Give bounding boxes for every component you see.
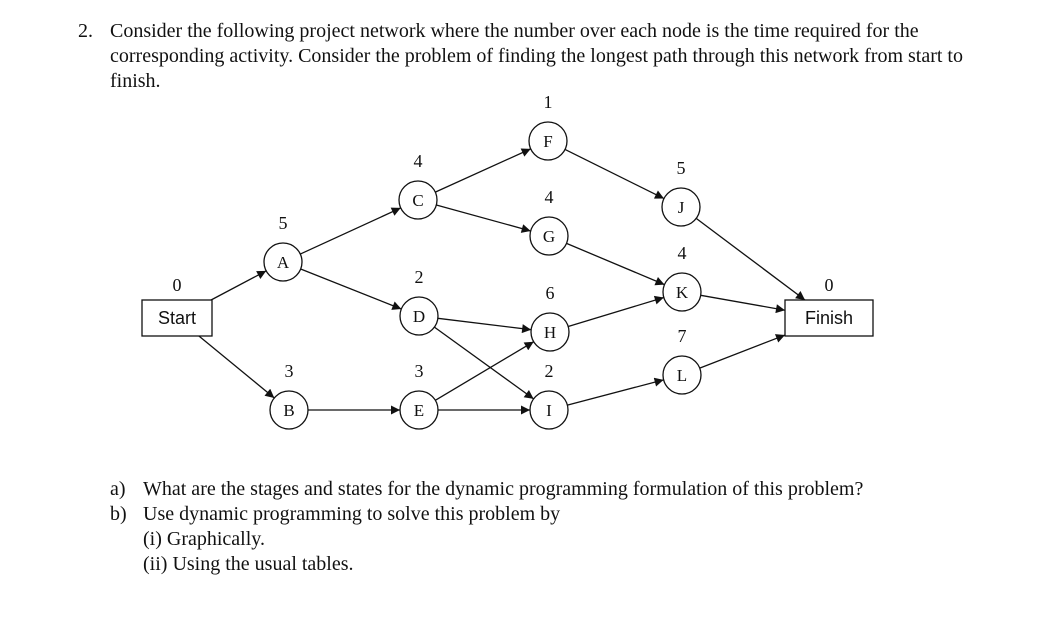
node-d-label: D <box>413 307 425 326</box>
node-d-circle <box>399 296 439 336</box>
node-d-time: 2 <box>415 267 424 287</box>
node-g-time: 4 <box>545 187 554 207</box>
node-finish-time: 0 <box>825 275 834 295</box>
edge-g-k <box>566 242 665 286</box>
node-j-label: J <box>678 198 685 217</box>
edge-start-b <box>198 335 275 399</box>
node-c-time: 4 <box>414 151 423 171</box>
subquestion-ii-label: (ii) <box>143 553 168 575</box>
edge-a-c <box>299 207 402 255</box>
question-b: b) Use dynamic programming to solve this… <box>110 502 863 527</box>
node-start-time: 0 <box>173 275 182 295</box>
node-finish: Finish 0 <box>784 275 874 337</box>
node-g-circle <box>529 216 569 256</box>
problem-number: 2. <box>78 20 93 42</box>
edge-a-d <box>300 268 402 310</box>
node-h-label: H <box>544 323 556 342</box>
node-start: Start 0 <box>141 275 213 337</box>
node-j: J5 <box>661 158 701 227</box>
node-i-label: I <box>546 401 552 420</box>
node-b: B3 <box>269 361 309 430</box>
edge-l-finish <box>699 334 786 369</box>
subquestion-i-text: Graphically. <box>166 528 265 550</box>
edge-i-l <box>567 377 664 406</box>
node-a-circle <box>263 242 303 282</box>
node-start-box <box>141 299 213 337</box>
node-finish-label: Finish <box>805 308 853 328</box>
edge-h-k <box>567 295 665 328</box>
node-l: L7 <box>662 326 702 395</box>
node-k-label: K <box>676 283 689 302</box>
node-a-time: 5 <box>279 213 288 233</box>
node-g: G4 <box>529 187 569 256</box>
problem-text: Consider the following project network w… <box>110 20 963 92</box>
node-a: A5 <box>263 213 303 282</box>
node-c-circle <box>398 180 438 220</box>
node-k: K4 <box>662 243 702 312</box>
edge-k-finish <box>700 294 786 314</box>
node-f-time: 1 <box>544 92 553 112</box>
edge-d-i <box>434 326 534 400</box>
node-e-label: E <box>414 401 424 420</box>
subquestion-i-label: (i) <box>143 528 162 550</box>
node-j-circle <box>661 187 701 227</box>
question-a-label: a) <box>110 478 126 500</box>
node-i-circle <box>529 390 569 430</box>
node-f-circle <box>528 121 568 161</box>
node-finish-box <box>784 299 874 337</box>
node-a-label: A <box>277 253 290 272</box>
question-b-text: Use dynamic programming to solve this pr… <box>143 503 561 525</box>
problem-statement: 2. Consider the following project networ… <box>78 19 998 94</box>
edge-d-h <box>437 317 532 334</box>
node-d: D2 <box>399 267 439 336</box>
questions: a) What are the stages and states for th… <box>110 477 863 577</box>
node-b-time: 3 <box>285 361 294 381</box>
node-e-circle <box>399 390 439 430</box>
question-a-text: What are the stages and states for the d… <box>143 478 864 500</box>
question-a: a) What are the stages and states for th… <box>110 477 863 502</box>
subquestion-ii-text: Using the usual tables. <box>172 553 354 575</box>
edge-c-g <box>436 204 531 233</box>
node-i-time: 2 <box>545 361 554 381</box>
node-e-time: 3 <box>415 361 424 381</box>
node-e: E3 <box>399 361 439 430</box>
edge-start-a <box>210 270 267 301</box>
node-c-label: C <box>412 191 423 210</box>
question-b-label: b) <box>110 503 127 525</box>
edge-f-j <box>564 148 665 200</box>
edge-c-f <box>435 148 531 193</box>
node-g-label: G <box>543 227 555 246</box>
node-start-label: Start <box>158 308 196 328</box>
edge-j-finish <box>695 217 806 301</box>
node-c: C4 <box>398 151 438 220</box>
node-l-label: L <box>677 366 687 385</box>
node-h: H6 <box>530 283 570 352</box>
node-k-circle <box>662 272 702 312</box>
edge-e-h <box>434 341 535 401</box>
node-h-time: 6 <box>546 283 555 303</box>
node-i: I2 <box>529 361 569 430</box>
subquestion-ii: (ii) Using the usual tables. <box>110 552 863 577</box>
node-h-circle <box>530 312 570 352</box>
node-j-time: 5 <box>677 158 686 178</box>
node-k-time: 4 <box>678 243 687 263</box>
subquestion-i: (i) Graphically. <box>110 527 863 552</box>
node-f: F1 <box>528 92 568 161</box>
node-b-label: B <box>283 401 294 420</box>
node-f-label: F <box>543 132 552 151</box>
node-l-time: 7 <box>678 326 687 346</box>
node-b-circle <box>269 390 309 430</box>
node-l-circle <box>662 355 702 395</box>
